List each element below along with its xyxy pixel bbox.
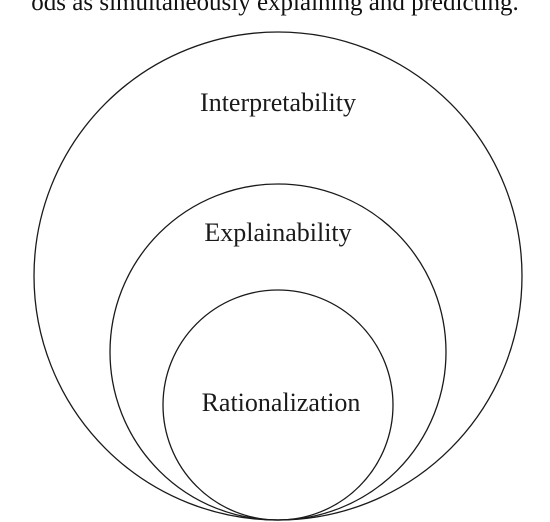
rationalization-label: Rationalization	[202, 388, 361, 417]
explainability-label: Explainability	[204, 218, 351, 247]
rationalization-circle	[162, 289, 394, 521]
interpretability-label: Interpretability	[200, 88, 356, 117]
caption-text-fragment: ods as simultaneously explaining and pre…	[31, 0, 519, 16]
